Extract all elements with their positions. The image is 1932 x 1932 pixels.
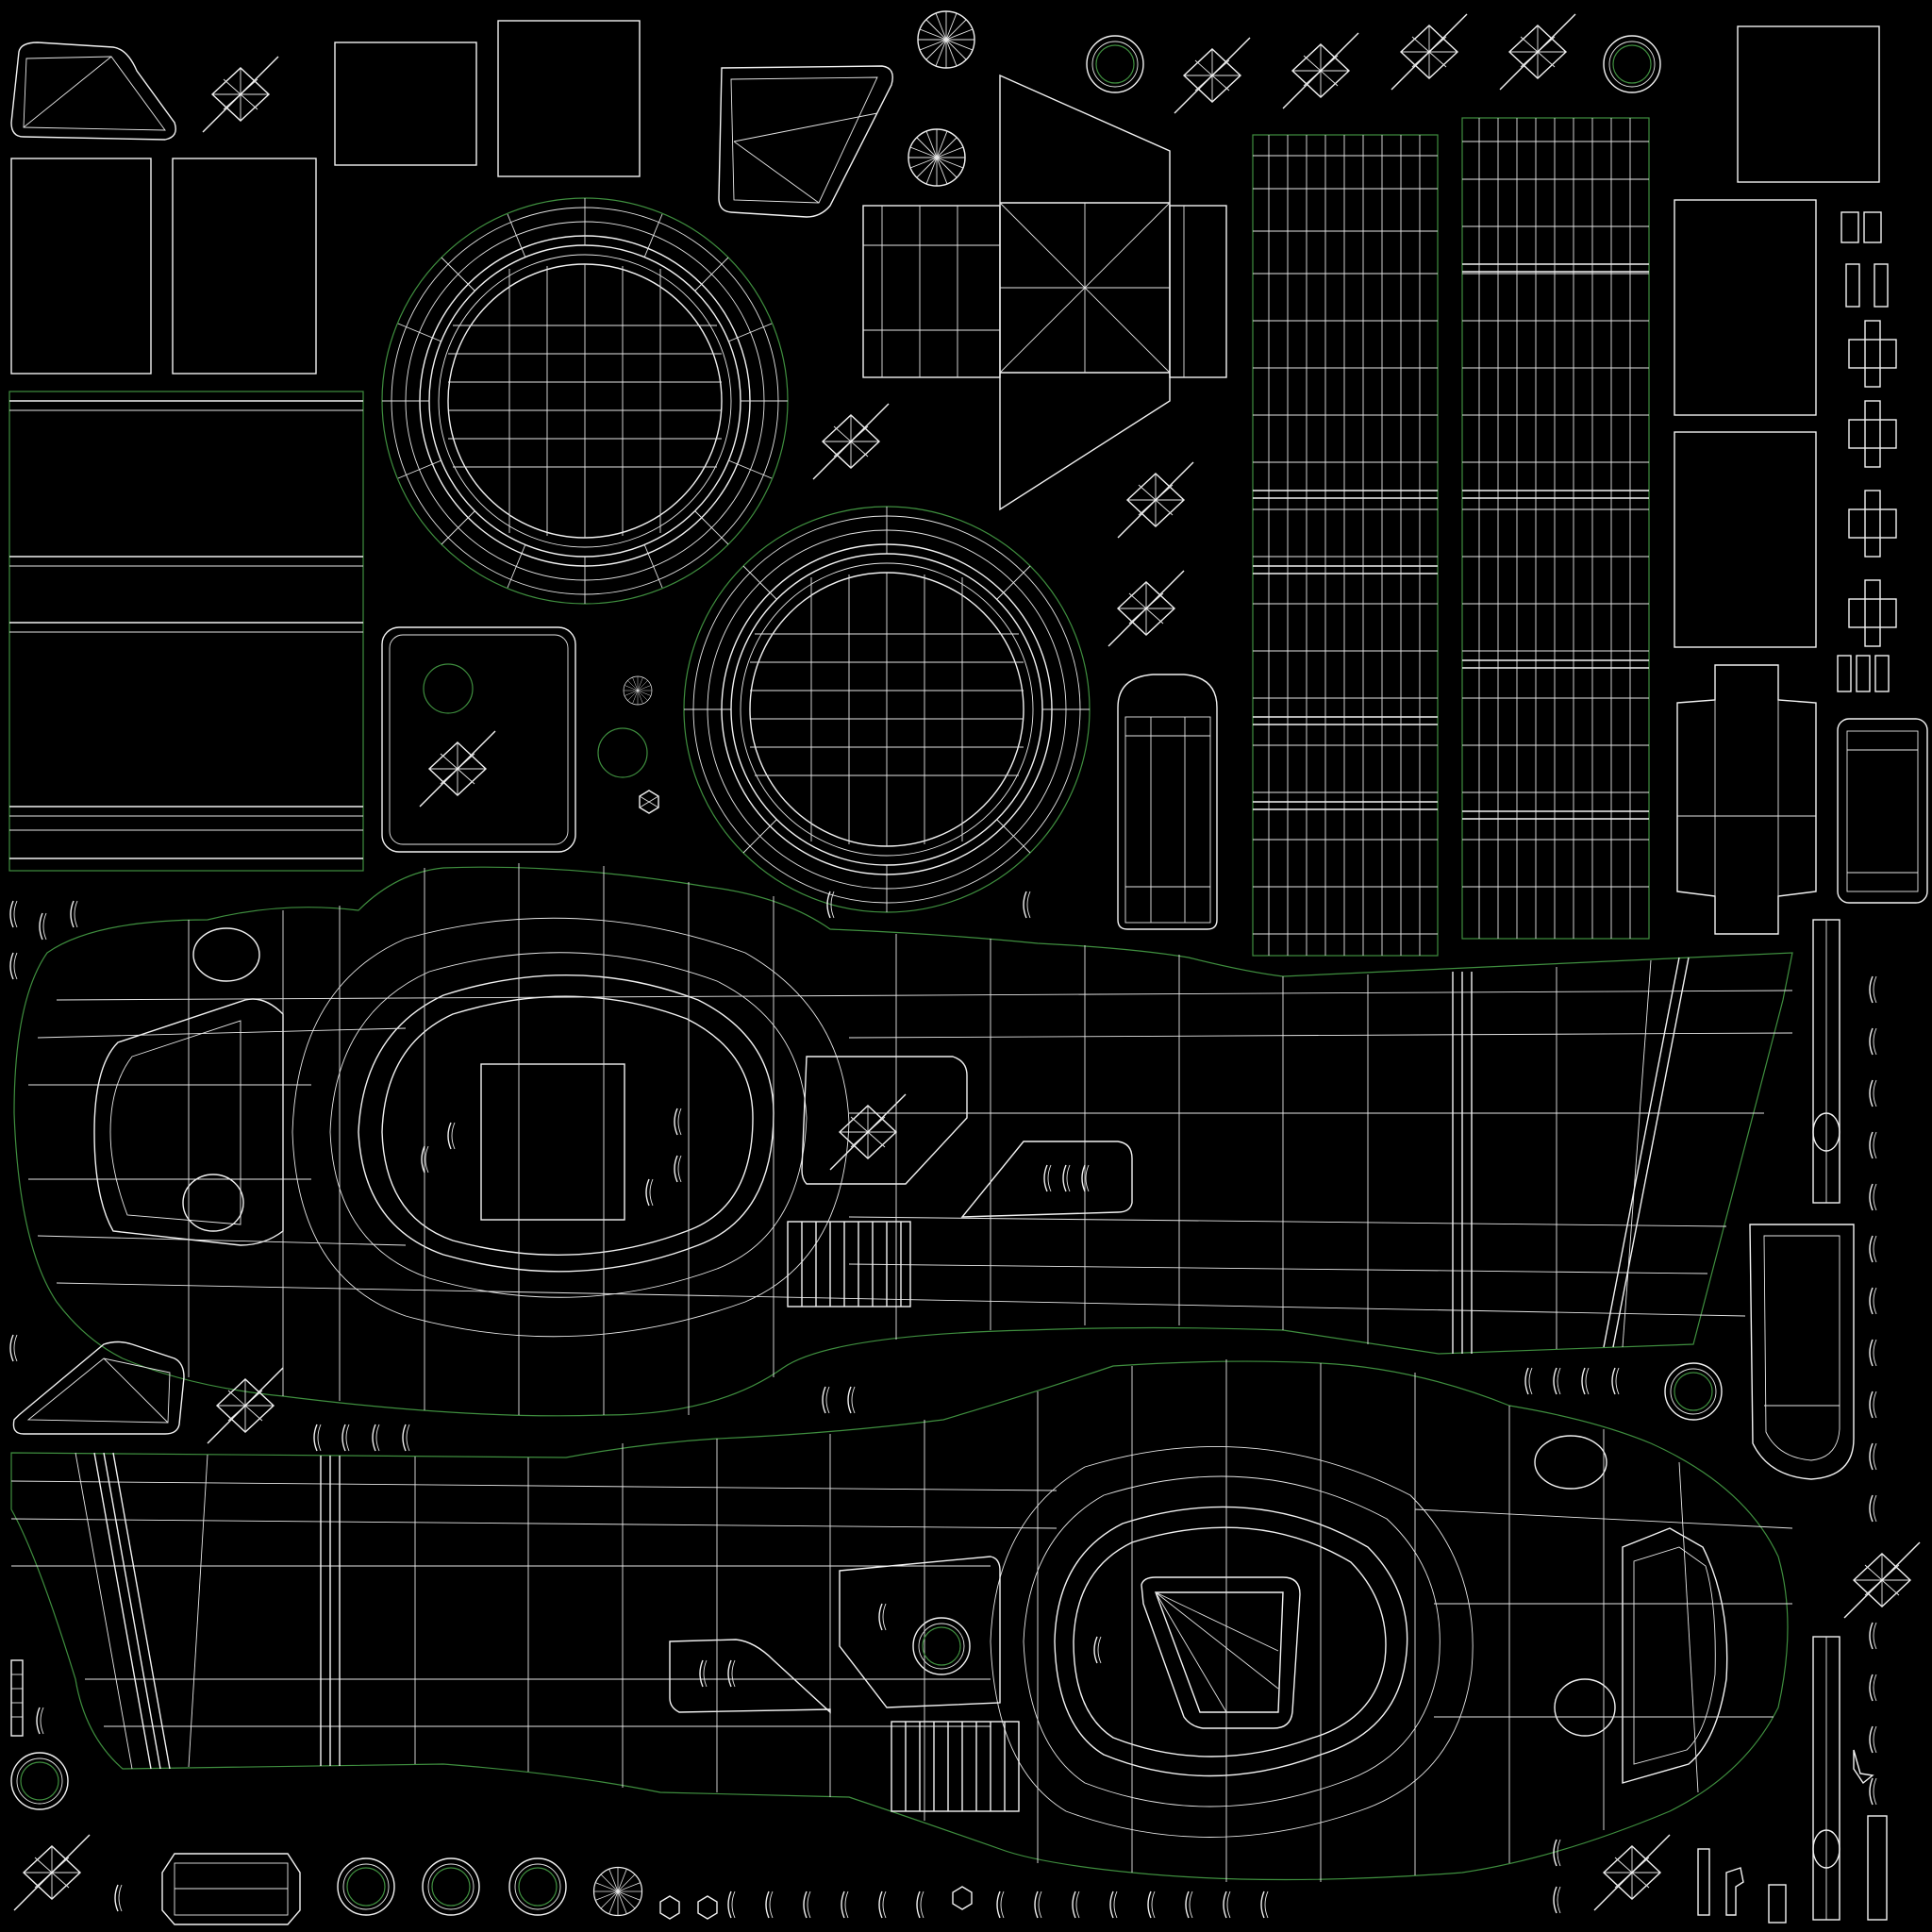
uv-shell-pattern-tile-d: [172, 158, 317, 375]
uv-shell-pattern-tile-f: [1674, 199, 1817, 416]
uv-shell-arc-cluster-left: [9, 891, 1031, 1452]
uv-shell-arc-column-far-right: [1869, 975, 1877, 1806]
uv-shell-fan-top-d: [1391, 13, 1468, 91]
uv-shell-striped-panel: [8, 391, 364, 872]
uv-shell-box-cross-unwrap: [862, 74, 1227, 511]
uv-shell-spoke-disc-b: [908, 128, 966, 187]
uv-shell-round-disc-a: [381, 197, 789, 605]
uv-shell-fan-top-e: [1499, 13, 1576, 91]
uv-shell-arc-inner-d: [674, 1155, 682, 1183]
uv-shell-arc-inner-a: [421, 1145, 429, 1174]
uv-shell-fan-top-a: [202, 56, 279, 133]
uv-shell-fan-mid-b: [1117, 461, 1194, 539]
uv-shell-rounded-rect-right: [1837, 718, 1928, 904]
uv-shell-main-upper: [13, 863, 1793, 1417]
uv-shell-arc-cluster-right: [1524, 1367, 1620, 1395]
uv-shell-pattern-tile-c: [10, 158, 152, 375]
uv-shell-pattern-tile-a: [334, 42, 477, 166]
uv-shell-spoke-disc-c: [623, 675, 653, 706]
uv-shell-pattern-tile-b: [497, 20, 641, 177]
uv-shell-rounded-triangle-mid: [12, 1341, 185, 1435]
uv-shell-capsule-column: [1117, 674, 1218, 930]
uv-shell-rounded-box: [381, 626, 648, 853]
uv-shell-pattern-tile-g: [1674, 431, 1817, 648]
uv-shell-spoke-disc-a: [917, 10, 975, 69]
uv-shell-fan-mid-c: [1108, 570, 1185, 647]
uv-shell-cup-shape: [718, 65, 893, 218]
uv-shell-ring-top-b: [1603, 35, 1661, 93]
uv-shell-hex-small-a: [639, 790, 659, 814]
uv-shell-fan-mid-d: [207, 1367, 284, 1444]
uv-shell-box-column-right: [1676, 664, 1817, 935]
uv-shell-ring-right: [1664, 1362, 1723, 1421]
uv-shell-round-disc-b: [683, 506, 1091, 913]
uv-shell-arc-inner-c: [674, 1108, 682, 1136]
uv-shell-grid-strip-b: [1461, 117, 1650, 940]
uv-shell-rounded-triangle-top: [10, 42, 176, 141]
uv-shell-rod-right: [1812, 919, 1840, 1204]
uv-shell-u-channel-right: [1749, 1224, 1855, 1480]
uv-shell-bottom-row: [10, 1541, 1921, 1925]
uv-shell-small-stack-right: [1837, 211, 1897, 692]
uv-shell-fan-top-c: [1282, 32, 1359, 109]
uv-shell-arc-inner-e: [645, 1178, 654, 1207]
uv-shell-grid-strip-a: [1252, 134, 1439, 957]
uv-shell-ring-top-a: [1086, 35, 1144, 93]
uv-shell-fan-mid-a: [812, 403, 890, 480]
uv-shells: [8, 10, 1928, 1925]
uv-shell-arc-inner-b: [447, 1122, 456, 1150]
uv-shell-main-lower: [10, 1359, 1793, 1882]
uv-shell-fan-top-b: [1174, 37, 1251, 114]
uv-shell-pattern-tile-e: [1737, 25, 1880, 183]
